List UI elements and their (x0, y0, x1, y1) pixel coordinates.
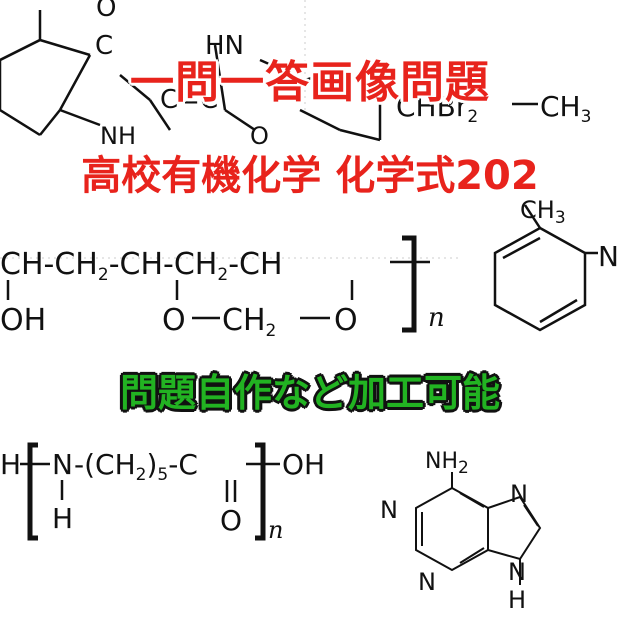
top-cc-label: C=C (160, 85, 218, 115)
nylon-o-below: O (220, 504, 242, 537)
note-banner: 問題自作など加工可能 (119, 371, 500, 415)
nylon-h-left: H (0, 448, 21, 481)
adenine-n9-label: N (508, 558, 526, 586)
toluidine-ch3-label: CH3 (520, 196, 566, 228)
adenine-h-label: H (508, 586, 526, 614)
polymer1-bridge-ch2: CH2 (222, 303, 276, 341)
title-banner: 一問一答画像問題 (130, 57, 490, 108)
nylon-chain-label: -(CH2)5-C (74, 448, 198, 485)
top-right-chbr-label: CHBr2 (396, 90, 478, 127)
top-structure-fragment (0, 10, 382, 142)
polymer1-bridge-o1: O (162, 303, 186, 338)
adenine-n3-label: N (418, 568, 436, 596)
polymer1-bracket-right (402, 235, 417, 333)
polymer1-bridge-o2: O (334, 303, 358, 338)
nylon-oh-label: OH (282, 448, 325, 481)
adenine-structure (415, 472, 542, 585)
nylon-n-subscript: n (268, 516, 283, 544)
top-nh-label: NH (100, 122, 136, 150)
top-hn-label: HN (205, 31, 244, 61)
nylon-n-label: N (52, 448, 73, 481)
subtitle-banner: 高校有機化学 化学式202 (81, 153, 539, 199)
nylon-bracket-left (27, 442, 38, 541)
toluidine-n-label: N (598, 240, 619, 273)
adenine-n1-label: N (380, 496, 398, 524)
polymer1-main-chain: CH-CH2-CH-CH2-CH (0, 247, 283, 285)
adenine-nh2-label: NH2 (425, 449, 469, 478)
polymer1-n-label: n (428, 303, 445, 333)
nylon-6-structure: H N -(CH2)5-C OH H O n (0, 442, 325, 544)
toluidine-structure (493, 204, 598, 332)
nylon-bracket-right (255, 442, 266, 541)
top-o-label: O (96, 0, 116, 23)
polyvinyl-formal-structure: CH-CH2-CH-CH2-CH OH O CH2 O n (0, 235, 445, 341)
nylon-h-below: H (52, 502, 73, 535)
adenine-n7-label: N (510, 480, 528, 508)
top-c-label: C (95, 31, 113, 61)
top-right-ch3-label: CH3 (540, 90, 591, 127)
polymer1-oh-label: OH (0, 303, 46, 338)
top-o2-label: O (250, 122, 269, 150)
